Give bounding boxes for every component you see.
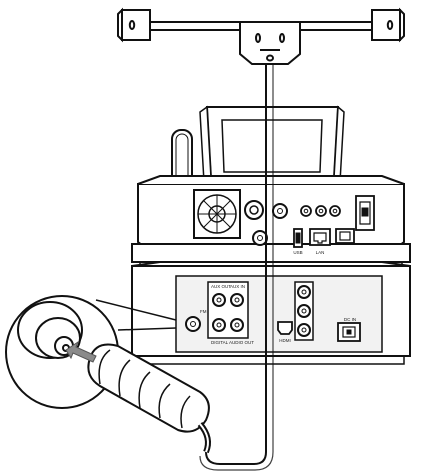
lan-label: LAN	[316, 250, 325, 255]
bottom-unit	[131, 261, 411, 365]
callout-line-top	[95, 299, 177, 321]
digital-audio-out-label: DIGITAL AUDIO OUT	[211, 340, 254, 345]
top-unit-plinth	[131, 243, 411, 263]
dc-in-port	[335, 228, 355, 244]
insert-direction-arrow	[65, 340, 97, 363]
top-unit-back-panel: USB LAN	[193, 189, 375, 255]
fan-vent	[193, 189, 241, 239]
fm-jack-top	[252, 230, 268, 246]
antenna-cable	[199, 64, 274, 471]
antenna-center-junction	[239, 21, 301, 65]
aux-out-label: AUX OUT	[211, 284, 231, 289]
aux-in-jacks-top	[272, 203, 341, 219]
power-receptacle	[355, 195, 375, 231]
coax-plug	[87, 343, 211, 454]
bottom-unit-back-panel: FM ANTENNA 75Ω AUX OUT AUX IN DIGITAL AU…	[185, 281, 361, 345]
fm-t-antenna	[117, 7, 405, 65]
round-connector	[244, 200, 264, 220]
top-unit	[131, 105, 411, 271]
callout-line-bottom	[117, 327, 177, 331]
usb-label: USB	[293, 250, 302, 255]
antenna-left-end-cap	[117, 7, 151, 43]
zoomed-fm-jack	[17, 301, 83, 359]
hdmi-port: HDMI	[277, 321, 293, 343]
antenna-right-end-cap	[371, 7, 405, 43]
hdmi-label: HDMI	[279, 338, 291, 343]
aux-in-label: AUX IN	[230, 284, 245, 289]
dc-in-jack: DC IN	[337, 317, 361, 342]
usb-port: USB	[293, 228, 303, 255]
rca-stack	[294, 281, 314, 341]
aux-jack-block: AUX OUT AUX IN DIGITAL AUDIO OUT	[207, 281, 254, 345]
dc-in-label: DC IN	[344, 317, 356, 322]
lan-port: LAN	[309, 228, 331, 255]
